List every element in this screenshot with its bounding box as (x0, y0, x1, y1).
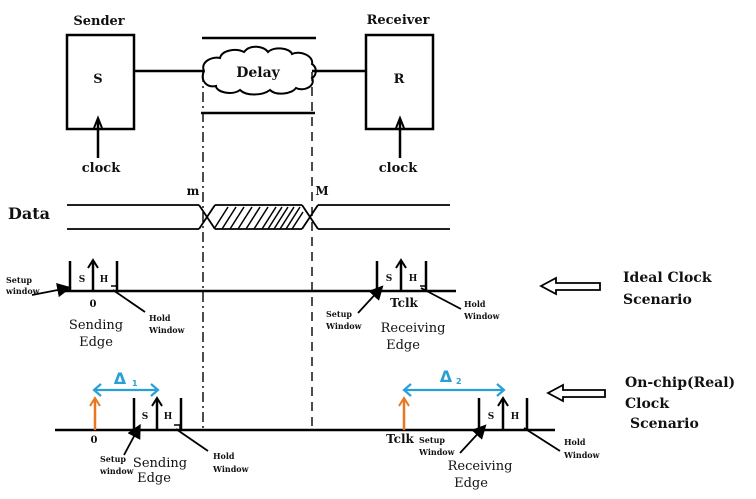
ideal-send-hold-label-2: Window (148, 325, 186, 335)
real-send-setup-label-1: Setup (100, 454, 126, 464)
real-send-hold-label-1: Hold (213, 451, 235, 461)
ideal-send-edge-label-2: Edge (79, 335, 113, 350)
real-send-hold-label-2: Window (212, 464, 250, 474)
receiver-clock-label: clock (379, 161, 418, 176)
ideal-recv-setup-pointer (357, 285, 384, 314)
data-waveform (67, 204, 450, 230)
ideal-recv-edge-label-2: Edge (386, 338, 420, 353)
ideal-recv-edge-label-1: Receiving (381, 321, 446, 336)
delay-label: Delay (236, 65, 280, 81)
real-recv-setup-short: S (488, 412, 495, 422)
ideal-send-setup-label-2: window (5, 286, 41, 296)
real-send-edge-label-1: Sending (133, 456, 187, 471)
ideal-recv-setup-label-1: Setup (326, 309, 352, 319)
real-scenario-label-3: Scenario (630, 416, 699, 432)
real-recv-hold-pointer (523, 427, 561, 452)
real-scenario-arrow-icon (546, 383, 606, 403)
ideal-scenario-arrow-icon (539, 276, 601, 296)
ideal-send-hold-label-1: Hold (149, 313, 171, 323)
ideal-scenario-label-2: Scenario (623, 292, 692, 308)
receiver-box-label: R (394, 72, 405, 87)
real-recv-hold-label-2: Window (563, 450, 601, 460)
ideal-send-hold-pointer (112, 289, 146, 313)
delta2-symbol: Δ (440, 367, 453, 386)
real-send-edge-label-2: Edge (137, 471, 171, 486)
sender-label: Sender (73, 14, 124, 29)
ideal-send-hold-corner-icon (111, 285, 118, 291)
sender-clock-label: clock (82, 161, 121, 176)
real-send-hold-pointer (175, 428, 209, 452)
ideal-send-time-label: 0 (90, 299, 97, 310)
min-marker: m (187, 184, 200, 198)
real-recv-edge-label-2: Edge (454, 476, 488, 491)
data-label: Data (8, 204, 50, 223)
ideal-send-clock-arrowhead-icon (87, 258, 99, 269)
ideal-scenario-label-1: Ideal Clock (623, 270, 712, 286)
real-send-setup-pointer (123, 423, 141, 456)
delta1-sub: 1 (132, 379, 138, 388)
ideal-recv-hold-label-1: Hold (464, 299, 486, 309)
ideal-send-edge-label-1: Sending (69, 318, 123, 333)
delta2-sub: 2 (456, 377, 462, 386)
max-marker: M (315, 184, 328, 198)
real-recv-setup-label-1: Setup (419, 435, 445, 445)
ideal-send-setup-short: S (79, 275, 86, 285)
ideal-recv-time-label: Tclk (390, 296, 418, 310)
real-recv-clock-arrowhead-icon (497, 396, 509, 407)
real-recv-ideal-clock-arrowhead-icon (398, 396, 410, 407)
ideal-recv-hold-corner-icon (420, 285, 427, 291)
delta1-left-arrowhead-icon (92, 383, 102, 397)
ideal-recv-hold-pointer (420, 287, 462, 310)
ideal-recv-setup-label-2: Window (325, 321, 363, 331)
real-send-ideal-clock-arrowhead-icon (89, 396, 101, 407)
real-recv-time-label: Tclk (386, 432, 414, 446)
sender-box-label: S (93, 72, 102, 87)
real-scenario-label-1: On-chip(Real) (625, 375, 735, 391)
real-send-hold-short: H (164, 412, 173, 422)
delta1-symbol: Δ (114, 369, 127, 388)
real-send-time-label: 0 (91, 435, 98, 446)
receiver-label: Receiver (367, 13, 430, 28)
data-uncertainty-hatch (213, 206, 304, 230)
real-recv-edge-label-1: Receiving (448, 459, 513, 474)
real-send-hold-corner-icon (174, 424, 181, 430)
real-recv-setup-label-2: Window (418, 447, 456, 457)
real-scenario-label-2: Clock (625, 396, 669, 412)
delta2-left-arrowhead-icon (402, 383, 412, 397)
delta2-right-arrowhead-icon (496, 383, 506, 397)
ideal-recv-hold-label-2: Window (463, 311, 501, 321)
real-recv-hold-label-1: Hold (564, 437, 586, 447)
sender-box (65, 33, 136, 131)
delta1-right-arrowhead-icon (150, 383, 160, 397)
ideal-recv-clock-arrowhead-icon (395, 258, 407, 269)
real-recv-setup-pointer (459, 424, 487, 454)
sender-clock-edge-icon (93, 115, 103, 129)
ideal-send-setup-label-1: Setup (6, 275, 32, 285)
real-recv-hold-short: H (511, 412, 520, 422)
ideal-recv-setup-short: S (386, 274, 393, 284)
real-send-clock-arrowhead-icon (151, 396, 163, 407)
ideal-send-setup-pointer (31, 282, 72, 298)
real-send-setup-short: S (142, 412, 149, 422)
ideal-send-hold-short: H (100, 275, 109, 285)
real-send-setup-label-2: window (99, 466, 135, 476)
ideal-recv-hold-short: H (409, 274, 418, 284)
receiver-clock-edge-icon (395, 115, 405, 129)
